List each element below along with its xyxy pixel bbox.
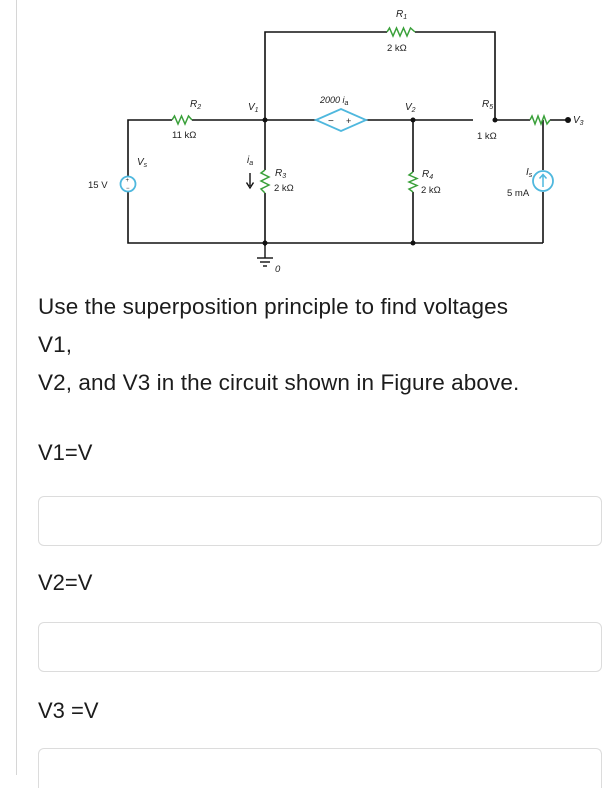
svg-text:−: − (328, 116, 334, 127)
r2-value: 11 kΩ (172, 130, 196, 141)
svg-text:+: + (346, 116, 351, 126)
v1-label: V1 (248, 102, 259, 114)
voltage-source-15v: + − (119, 175, 137, 193)
ia-arrow (245, 173, 255, 190)
ground-label: 0 (275, 264, 281, 275)
v2-label: V2 (405, 102, 416, 114)
svg-text:−: − (126, 186, 130, 192)
v2-answer-input[interactable] (38, 622, 602, 672)
r1-resistor (386, 26, 416, 38)
is-label: Is (526, 167, 533, 179)
r1-value: 2 kΩ (387, 43, 407, 54)
v3-answer-label: V3 =V (38, 698, 99, 723)
r3-value: 2 kΩ (274, 183, 294, 194)
question-line-1: Use the superposition principle to find … (38, 294, 509, 319)
dependent-voltage-source: − + (313, 108, 369, 132)
v1-answer-label: V1=V (38, 440, 93, 465)
ground-symbol (257, 243, 273, 267)
v3-answer-input[interactable] (38, 748, 602, 788)
r3-resistor (259, 169, 271, 194)
svg-text:+: + (126, 178, 130, 184)
ia-label: ia (247, 155, 253, 167)
r5-label: R5 (482, 99, 493, 111)
r2-label: R2 (190, 99, 201, 111)
current-source-5ma (532, 170, 554, 192)
dep-source-label: 2000 ia (319, 95, 349, 107)
v2-answer-label: V2=V (38, 570, 93, 595)
question-line-2: V1, (38, 332, 73, 357)
v1-answer-input[interactable] (38, 496, 602, 546)
question-text: Use the superposition principle to find … (38, 288, 604, 402)
vsource-value: 15 V (88, 180, 108, 191)
r4-value: 2 kΩ (421, 185, 441, 196)
r4-resistor (407, 171, 419, 193)
circuit-diagram: − + + − R1 2 kΩ R2 11 kΩ V1 2000 ia (88, 9, 584, 275)
isource-value: 5 mA (507, 188, 530, 199)
r2-resistor (171, 114, 193, 126)
r4-label: R4 (422, 169, 433, 181)
r5-resistor (529, 113, 551, 127)
r1-label: R1 (396, 9, 407, 21)
r3-label: R3 (275, 168, 286, 180)
left-border (16, 0, 17, 775)
v3-label: V3 (573, 115, 584, 127)
question-line-3: V2, and V3 in the circuit shown in Figur… (38, 370, 520, 395)
vs-label: Vs (137, 157, 148, 169)
r5-value: 1 kΩ (477, 131, 497, 142)
